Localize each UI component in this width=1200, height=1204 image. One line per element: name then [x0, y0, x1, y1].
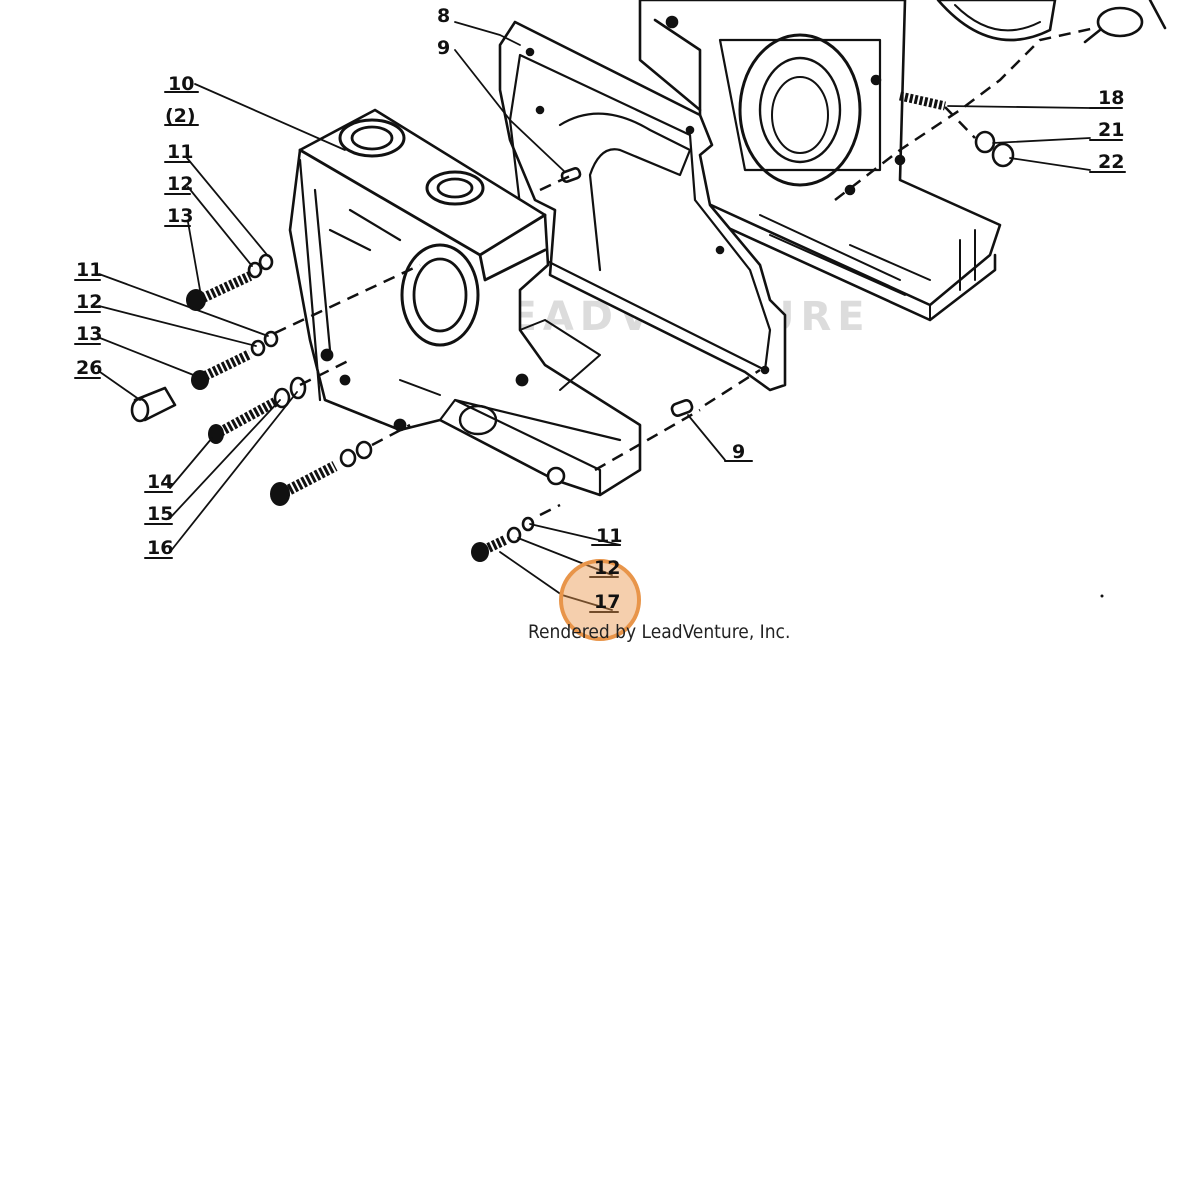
washer-11-upper — [258, 253, 274, 271]
callout-22[interactable]: 22 — [1098, 151, 1124, 173]
highlight-circle-17 — [559, 559, 641, 641]
callout-2: (2) — [165, 105, 196, 127]
washer-12-middle — [250, 339, 266, 357]
speck — [1100, 594, 1104, 598]
bolt-13-upper — [186, 271, 253, 311]
callout-10[interactable]: 10 — [168, 73, 194, 95]
credit-text: Rendered by LeadVenture, Inc. — [528, 621, 790, 643]
callout-17[interactable]: 17 — [594, 591, 620, 613]
seal-plate — [936, 0, 1057, 42]
callout-15[interactable]: 15 — [147, 503, 173, 525]
callout-16[interactable]: 16 — [147, 537, 173, 559]
plug-cap — [1083, 0, 1167, 44]
callout-11-middle[interactable]: 11 — [76, 259, 102, 281]
front-housing — [288, 108, 642, 497]
callout-11-upper[interactable]: 11 — [167, 141, 193, 163]
bolt-13-middle — [191, 349, 253, 390]
callout-14[interactable]: 14 — [147, 471, 173, 493]
callout-underlines — [74, 91, 1126, 613]
callout-11-lower[interactable]: 11 — [596, 525, 622, 547]
callout-18[interactable]: 18 — [1098, 87, 1124, 109]
callout-9-top[interactable]: 9 — [437, 37, 450, 59]
rear-housing — [638, 0, 1002, 322]
callout-12-middle[interactable]: 12 — [76, 291, 102, 313]
callout-9-right[interactable]: 9 — [732, 441, 745, 463]
callout-26[interactable]: 26 — [76, 357, 102, 379]
washer-12-lower — [506, 526, 522, 544]
bolt-17 — [471, 535, 508, 562]
fitting-26 — [130, 386, 177, 423]
assembly-axes — [274, 26, 1096, 517]
callout-13-middle[interactable]: 13 — [76, 323, 102, 345]
gasket — [498, 20, 787, 392]
callout-labels: 8 9 10 (2) 11 12 13 11 12 13 26 14 15 16… — [76, 5, 1124, 613]
callout-13-upper[interactable]: 13 — [167, 205, 193, 227]
callout-12-upper[interactable]: 12 — [167, 173, 193, 195]
stud-18 — [899, 91, 946, 111]
callout-21[interactable]: 21 — [1098, 119, 1124, 141]
nut-22 — [991, 142, 1015, 168]
washer-16 — [289, 376, 307, 400]
callout-12-lower[interactable]: 12 — [594, 557, 620, 579]
dowel-pin-right — [670, 399, 694, 417]
bolt-lower-left — [270, 440, 373, 506]
bolt-14 — [208, 397, 278, 444]
washer-21 — [974, 130, 996, 154]
washer-11-middle — [263, 330, 279, 348]
callout-8-top[interactable]: 8 — [437, 5, 450, 27]
